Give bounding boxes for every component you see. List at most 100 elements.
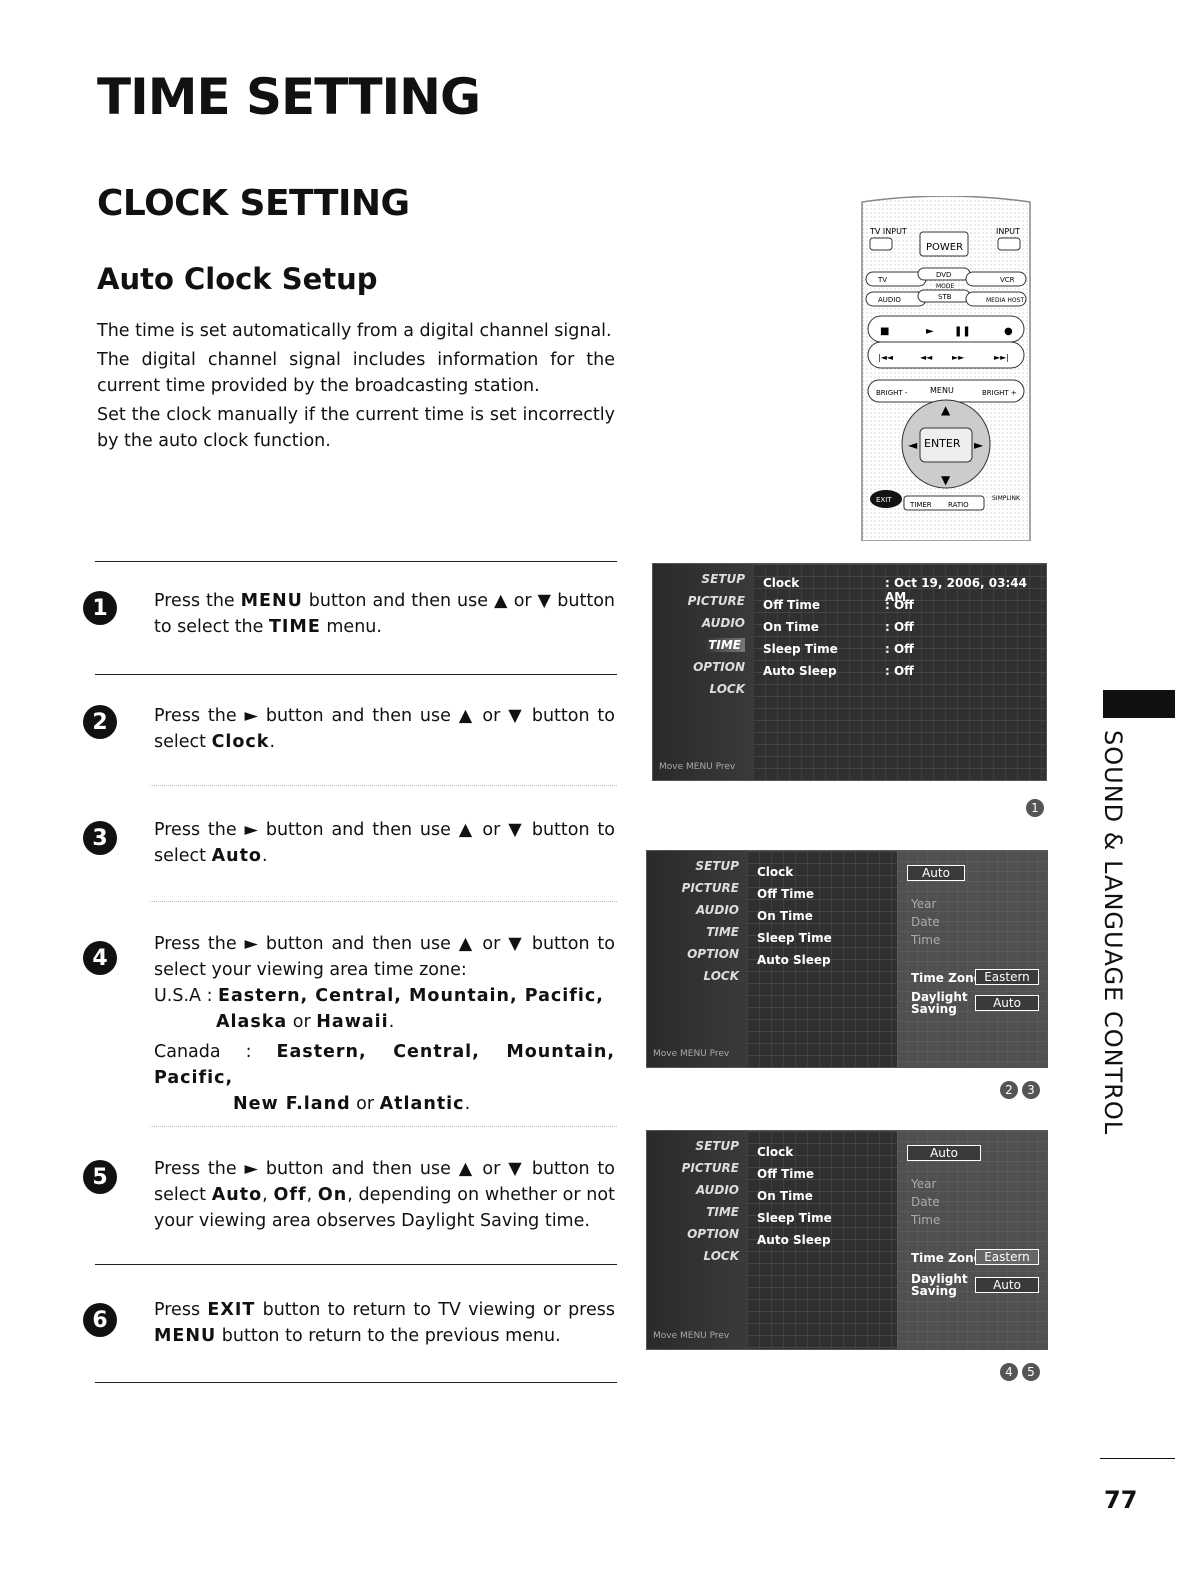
- menu-button-label[interactable]: MENU: [930, 386, 954, 395]
- category-setup[interactable]: SETUP: [695, 859, 739, 873]
- menu-row-auto-sleep[interactable]: Auto Sleep: [757, 953, 831, 967]
- media-host-button[interactable]: [965, 291, 1027, 307]
- menu-row-on-time[interactable]: On Time: [757, 1189, 813, 1203]
- category-option[interactable]: OPTION: [687, 947, 739, 961]
- step-1-number: 1: [83, 591, 117, 625]
- category-setup[interactable]: SETUP: [695, 1139, 739, 1153]
- left-arrow-icon[interactable]: ◄: [908, 438, 918, 452]
- down-arrow-icon[interactable]: ▼: [941, 473, 951, 487]
- menu-content: Clock Off Time On Time Sleep Time Auto S…: [747, 1131, 1047, 1349]
- time-zone-selector[interactable]: Eastern: [975, 1249, 1039, 1265]
- figure-number: 5: [1022, 1363, 1040, 1381]
- enter-button[interactable]: [919, 427, 973, 463]
- on-time-value: : Off: [885, 620, 914, 634]
- input-button[interactable]: [997, 237, 1021, 251]
- bright-minus-label[interactable]: BRIGHT -: [876, 389, 908, 397]
- step-5-number: 5: [83, 1160, 117, 1194]
- simplink-label[interactable]: SIMPLINK: [992, 495, 1021, 502]
- daylight-saving-selector[interactable]: Auto: [975, 1277, 1039, 1293]
- mode-label: MODE: [936, 283, 955, 290]
- time-label: Time: [911, 933, 941, 947]
- category-picture[interactable]: PICTURE: [681, 1161, 739, 1175]
- category-lock[interactable]: LOCK: [703, 969, 739, 983]
- tv-mode-button[interactable]: [865, 271, 927, 287]
- skip-forward-icon[interactable]: ►►|: [994, 353, 1009, 362]
- menu-content: Clock Off Time On Time Sleep Time Auto S…: [753, 564, 1046, 780]
- time-zone-selector[interactable]: Eastern: [975, 969, 1039, 985]
- menu-row-on-time[interactable]: On Time: [763, 620, 819, 634]
- off-keyword: Off: [273, 1185, 307, 1205]
- category-time[interactable]: TIME: [706, 1205, 739, 1219]
- skip-back-icon[interactable]: |◄◄: [878, 353, 894, 362]
- menu-row-clock[interactable]: Clock: [757, 1145, 794, 1159]
- intro-paragraph: The time is set automatically from a dig…: [97, 321, 612, 341]
- menu-row-clock[interactable]: Clock: [757, 865, 794, 879]
- text: Press the ► button and then use ▲ or ▼ b…: [154, 934, 615, 980]
- fast-forward-icon[interactable]: ►►: [952, 353, 965, 362]
- menu-row-off-time[interactable]: Off Time: [757, 887, 815, 901]
- menu-row-on-time[interactable]: On Time: [757, 909, 813, 923]
- figure-number: 3: [1022, 1081, 1040, 1099]
- clock-mode-selector[interactable]: Auto: [907, 1145, 981, 1161]
- vcr-mode-button[interactable]: [965, 271, 1027, 287]
- ratio-label[interactable]: RATIO: [948, 501, 969, 509]
- menu-row-sleep-time[interactable]: Sleep Time: [757, 931, 832, 945]
- daylight-saving-label: Daylight Saving: [911, 1272, 968, 1298]
- right-arrow-icon[interactable]: ►: [974, 438, 984, 452]
- pause-icon[interactable]: ❚❚: [954, 326, 971, 337]
- category-option[interactable]: OPTION: [687, 1227, 739, 1241]
- year-label: Year: [911, 1177, 937, 1191]
- category-option[interactable]: OPTION: [693, 660, 745, 674]
- step-6-number: 6: [83, 1303, 117, 1337]
- category-setup[interactable]: SETUP: [701, 572, 745, 586]
- menu-row-sleep-time[interactable]: Sleep Time: [763, 642, 838, 656]
- menu-row-off-time[interactable]: Off Time: [763, 598, 821, 612]
- menu-row-auto-sleep[interactable]: Auto Sleep: [757, 1233, 831, 1247]
- category-lock[interactable]: LOCK: [703, 1249, 739, 1263]
- timer-label[interactable]: TIMER: [909, 501, 932, 509]
- audio-label: AUDIO: [878, 296, 901, 304]
- play-icon[interactable]: ►: [926, 326, 934, 337]
- divider: [95, 674, 617, 675]
- rewind-icon[interactable]: ◄◄: [920, 353, 933, 362]
- category-audio[interactable]: AUDIO: [701, 616, 745, 630]
- text: ,: [262, 1185, 274, 1205]
- chapter-title-text: SOUND & LANGUAGE CONTROL: [1099, 730, 1127, 1136]
- power-button[interactable]: [919, 231, 969, 257]
- input-label: INPUT: [996, 227, 1020, 236]
- category-time[interactable]: TIME: [706, 925, 739, 939]
- category-audio[interactable]: AUDIO: [695, 903, 739, 917]
- category-picture[interactable]: PICTURE: [687, 594, 745, 608]
- chapter-side-title: SOUND & LANGUAGE CONTROL: [1098, 730, 1128, 1135]
- text: , depending on whether or not your viewi…: [154, 1185, 615, 1231]
- menu-row-clock[interactable]: Clock: [763, 576, 800, 590]
- time-label: Time: [911, 1213, 941, 1227]
- record-icon[interactable]: ●: [1004, 326, 1013, 337]
- tv-input-button[interactable]: [869, 237, 893, 251]
- menu-row-off-time[interactable]: Off Time: [757, 1167, 815, 1181]
- time-zone-label: Time Zone: [911, 1251, 982, 1265]
- text: .: [388, 1012, 395, 1032]
- category-time[interactable]: TIME: [704, 638, 745, 652]
- daylight-saving-selector[interactable]: Auto: [975, 995, 1039, 1011]
- bright-plus-label[interactable]: BRIGHT +: [982, 389, 1017, 397]
- category-picture[interactable]: PICTURE: [681, 881, 739, 895]
- canada-label: Canada :: [154, 1042, 277, 1062]
- stop-icon[interactable]: ■: [880, 326, 889, 337]
- text: .: [269, 732, 276, 752]
- menu-row-auto-sleep[interactable]: Auto Sleep: [763, 664, 837, 678]
- intro-paragraph: Set the clock manually if the current ti…: [97, 405, 615, 451]
- menu-row-sleep-time[interactable]: Sleep Time: [757, 1211, 832, 1225]
- clock-mode-selector[interactable]: Auto: [907, 865, 965, 881]
- usa-zones: Eastern, Central, Mountain, Pacific,: [218, 986, 604, 1006]
- category-lock[interactable]: LOCK: [709, 682, 745, 696]
- exit-button[interactable]: [870, 490, 902, 508]
- divider: [95, 1382, 617, 1383]
- clock-submenu: Auto Year Date Time Time Zone Eastern Da…: [897, 851, 1047, 1067]
- auto-sleep-value: : Off: [885, 664, 914, 678]
- exit-keyword: EXIT: [207, 1300, 256, 1320]
- up-arrow-icon[interactable]: ▲: [941, 403, 951, 417]
- category-audio[interactable]: AUDIO: [695, 1183, 739, 1197]
